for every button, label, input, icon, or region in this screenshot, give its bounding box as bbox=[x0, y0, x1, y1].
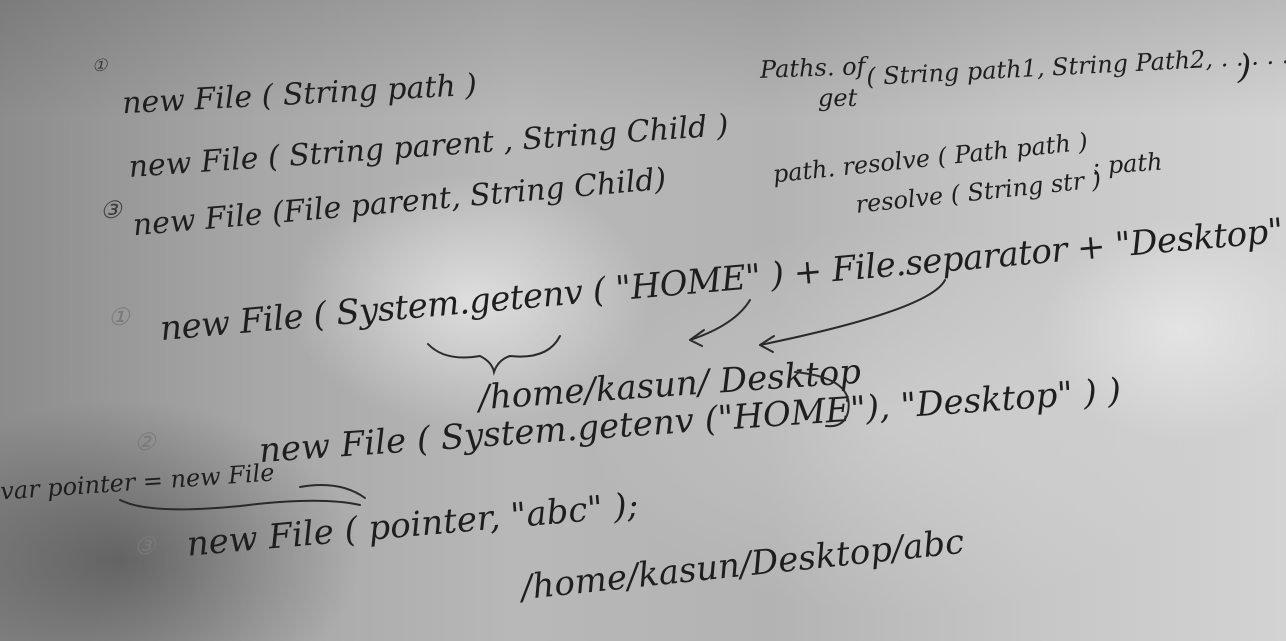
desktop-arrow bbox=[759, 279, 946, 346]
separator-arrow bbox=[689, 299, 751, 341]
circled-number-3-top: ③ bbox=[100, 196, 122, 224]
circled-number-3-middle: ③ bbox=[134, 532, 156, 560]
circled-number-1-top: ① bbox=[92, 56, 108, 76]
getenv-underbrace bbox=[427, 335, 561, 376]
pointer-arrow bbox=[299, 484, 366, 499]
circled-number-1-middle: ① bbox=[108, 303, 130, 331]
circled-number-2: ② bbox=[134, 428, 156, 456]
pointer-underbrace bbox=[119, 499, 361, 511]
paths-get-label: get bbox=[818, 84, 858, 112]
desktop-arrow-head bbox=[759, 335, 775, 353]
separator-arrow-head bbox=[689, 329, 705, 347]
result-return-arrow bbox=[794, 371, 850, 428]
paths-close-paren: ) bbox=[1238, 47, 1252, 87]
